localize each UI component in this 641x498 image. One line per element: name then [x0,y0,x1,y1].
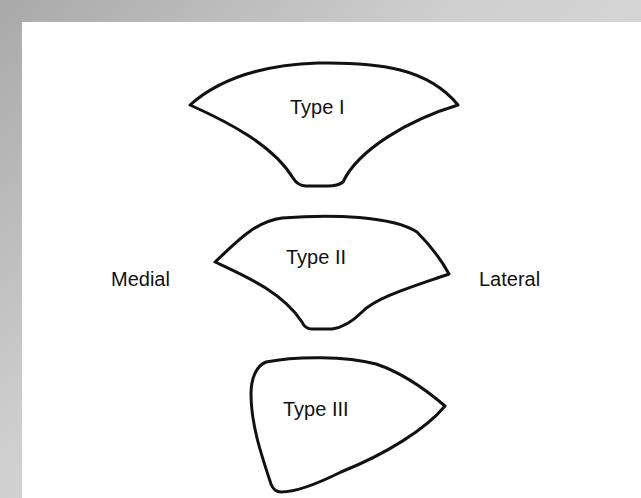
cross-section-shape: Type III [246,354,448,494]
outline-path [190,63,458,186]
outline-shape [188,60,460,188]
direction-label: Lateral [479,268,540,290]
type-label: Type I [290,96,344,118]
outline-shape [246,354,448,494]
outline-path [215,216,449,329]
cross-section-shape: Type I [188,60,460,188]
type-label: Type II [286,246,346,268]
cross-section-shape: Type II [212,212,452,334]
type-label: Type III [283,398,349,420]
outline-shape [212,212,452,334]
outline-path [251,358,445,492]
direction-label: Medial [111,268,170,290]
